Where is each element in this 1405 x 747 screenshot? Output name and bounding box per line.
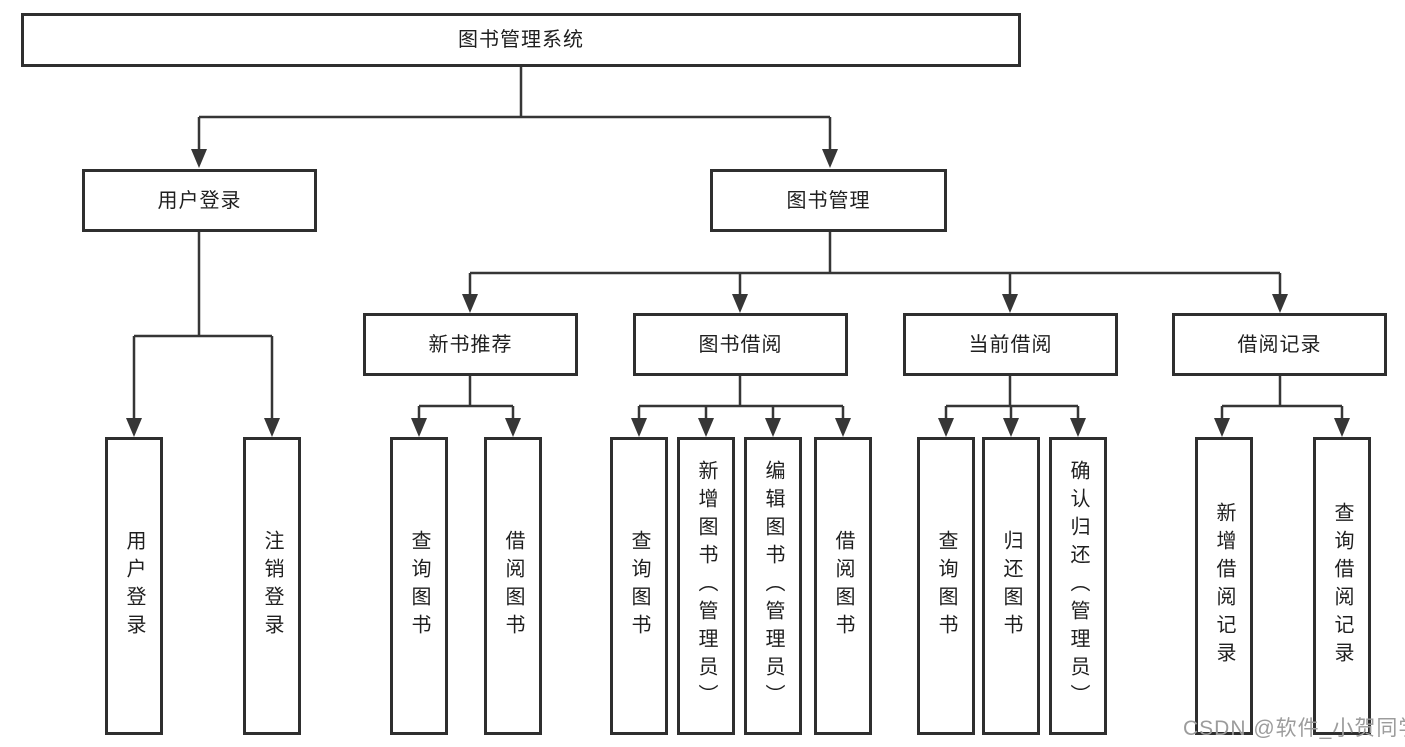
leaf-borrow-books: 借阅图书 bbox=[814, 437, 872, 735]
watermark: CSDN @软件_小贺同学 bbox=[1183, 717, 1405, 740]
connector-book-mgmt-branch bbox=[468, 232, 1282, 298]
node-book-borrow: 图书借阅 bbox=[633, 313, 848, 376]
connector-current-borrow-branch bbox=[944, 376, 1080, 422]
leaf-edit-book-admin: 编辑图书（管理员） bbox=[744, 437, 802, 735]
leaf-query-borrow-record: 查询借阅记录 bbox=[1313, 437, 1371, 735]
connector-root-to-level1 bbox=[197, 67, 832, 153]
node-user-login: 用户登录 bbox=[82, 169, 317, 232]
leaf-query-books-recommend: 查询图书 bbox=[390, 437, 448, 735]
node-borrow-records: 借阅记录 bbox=[1172, 313, 1387, 376]
leaf-return-book: 归还图书 bbox=[982, 437, 1040, 735]
connector-user-login-branch bbox=[132, 232, 274, 422]
leaf-borrow-books-recommend: 借阅图书 bbox=[484, 437, 542, 735]
connector-borrow-records-branch bbox=[1220, 376, 1344, 422]
connector-new-book-rec-branch bbox=[417, 376, 515, 422]
node-root: 图书管理系统 bbox=[21, 13, 1021, 67]
leaf-logout: 注销登录 bbox=[243, 437, 301, 735]
node-book-management: 图书管理 bbox=[710, 169, 947, 232]
leaf-confirm-return-admin: 确认归还（管理员） bbox=[1049, 437, 1107, 735]
leaf-user-login: 用户登录 bbox=[105, 437, 163, 735]
leaf-add-book-admin: 新增图书（管理员） bbox=[677, 437, 735, 735]
node-new-book-recommend: 新书推荐 bbox=[363, 313, 578, 376]
leaf-query-books-current: 查询图书 bbox=[917, 437, 975, 735]
node-current-borrow: 当前借阅 bbox=[903, 313, 1118, 376]
leaf-query-books-borrow: 查询图书 bbox=[610, 437, 668, 735]
leaf-add-borrow-record: 新增借阅记录 bbox=[1195, 437, 1253, 735]
connector-book-borrow-branch bbox=[637, 376, 845, 422]
